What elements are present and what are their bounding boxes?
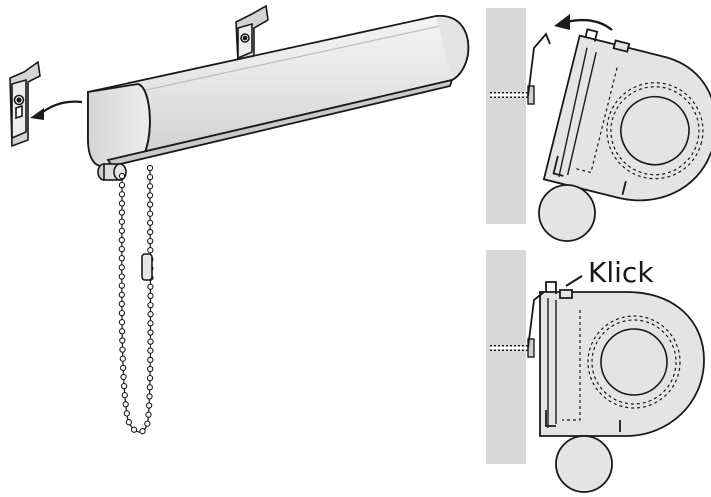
chain-bead (146, 210, 154, 217)
chain-bead (119, 364, 127, 372)
chain-bead (147, 228, 154, 236)
chain-bead (146, 183, 154, 190)
chain-bead (118, 181, 126, 189)
chain-bead (147, 329, 154, 336)
chain-bead (119, 355, 126, 362)
cassette-housing (87, 15, 470, 168)
chain-bead (147, 320, 154, 327)
chain-bead (118, 209, 126, 216)
chain-bead (147, 356, 154, 364)
bracket-hook-after (527, 291, 545, 349)
chain-bead (120, 373, 127, 381)
chain-bead (146, 164, 154, 172)
chain-bead (118, 328, 126, 335)
chain-bead (118, 245, 125, 253)
chain-bead (146, 201, 154, 208)
chain-bead (122, 401, 129, 408)
fabric-roll-after (555, 435, 613, 493)
chain-bead (146, 192, 154, 199)
bracket-hook-before (527, 32, 551, 97)
chain-bead (146, 393, 153, 400)
chain-bead (146, 219, 154, 226)
chain-bead (118, 218, 126, 225)
chain-bead (145, 402, 153, 409)
chain-bead (147, 247, 154, 254)
chain-bead (118, 200, 126, 207)
chain-bead (147, 283, 154, 290)
fabric-roll-before (538, 184, 596, 242)
chain-bead (125, 419, 133, 426)
wall-section-top (486, 8, 526, 224)
chain-bead (118, 227, 126, 234)
chain-bead (146, 173, 154, 181)
wall-bracket-left (9, 60, 41, 148)
chain-bead (147, 347, 154, 354)
chain-bead (147, 301, 154, 309)
chain-bead (144, 420, 151, 427)
chain-bead (147, 338, 154, 345)
chain-bead (147, 311, 154, 318)
roller-blind-assembly (9, 4, 470, 435)
chain-bead (130, 426, 138, 433)
chain-bead (118, 319, 126, 326)
chain-bead (118, 300, 125, 308)
mount-arrowhead-icon (30, 108, 44, 120)
bead-chain[interactable] (118, 164, 154, 435)
chain-bead (120, 382, 128, 390)
chain-bead (118, 264, 125, 271)
chain-bead (147, 365, 154, 373)
chain-bead (118, 291, 125, 298)
mount-arrow-icon (39, 100, 83, 115)
chain-bead (121, 392, 128, 399)
screw-icon (490, 85, 535, 105)
section-view-before (486, 8, 711, 242)
chain-connector (141, 253, 153, 281)
chain-bead (139, 428, 146, 435)
chain-bead (118, 236, 125, 244)
rotate-arrow-icon (565, 18, 613, 31)
chain-bead (119, 346, 126, 353)
chain-bead (145, 411, 152, 418)
chain-bead (118, 282, 125, 289)
section-view-after: Klick (486, 250, 705, 493)
chain-bead (118, 309, 126, 317)
chain-bead (147, 292, 154, 300)
click-callout-line (565, 275, 583, 287)
chain-bead (123, 410, 130, 417)
chain-bead (146, 384, 153, 391)
chain-bead (119, 337, 126, 344)
chain-bead (118, 255, 125, 262)
chain-bead (146, 374, 154, 382)
housing-profile-after (539, 291, 705, 437)
chain-bead (147, 237, 154, 245)
chain-bead (118, 191, 126, 198)
chain-bead (118, 172, 126, 180)
chain-bead (118, 273, 125, 280)
click-label: Klick (588, 256, 654, 289)
wall-section-bottom (486, 250, 526, 464)
rotate-arrowhead-icon (554, 14, 570, 30)
